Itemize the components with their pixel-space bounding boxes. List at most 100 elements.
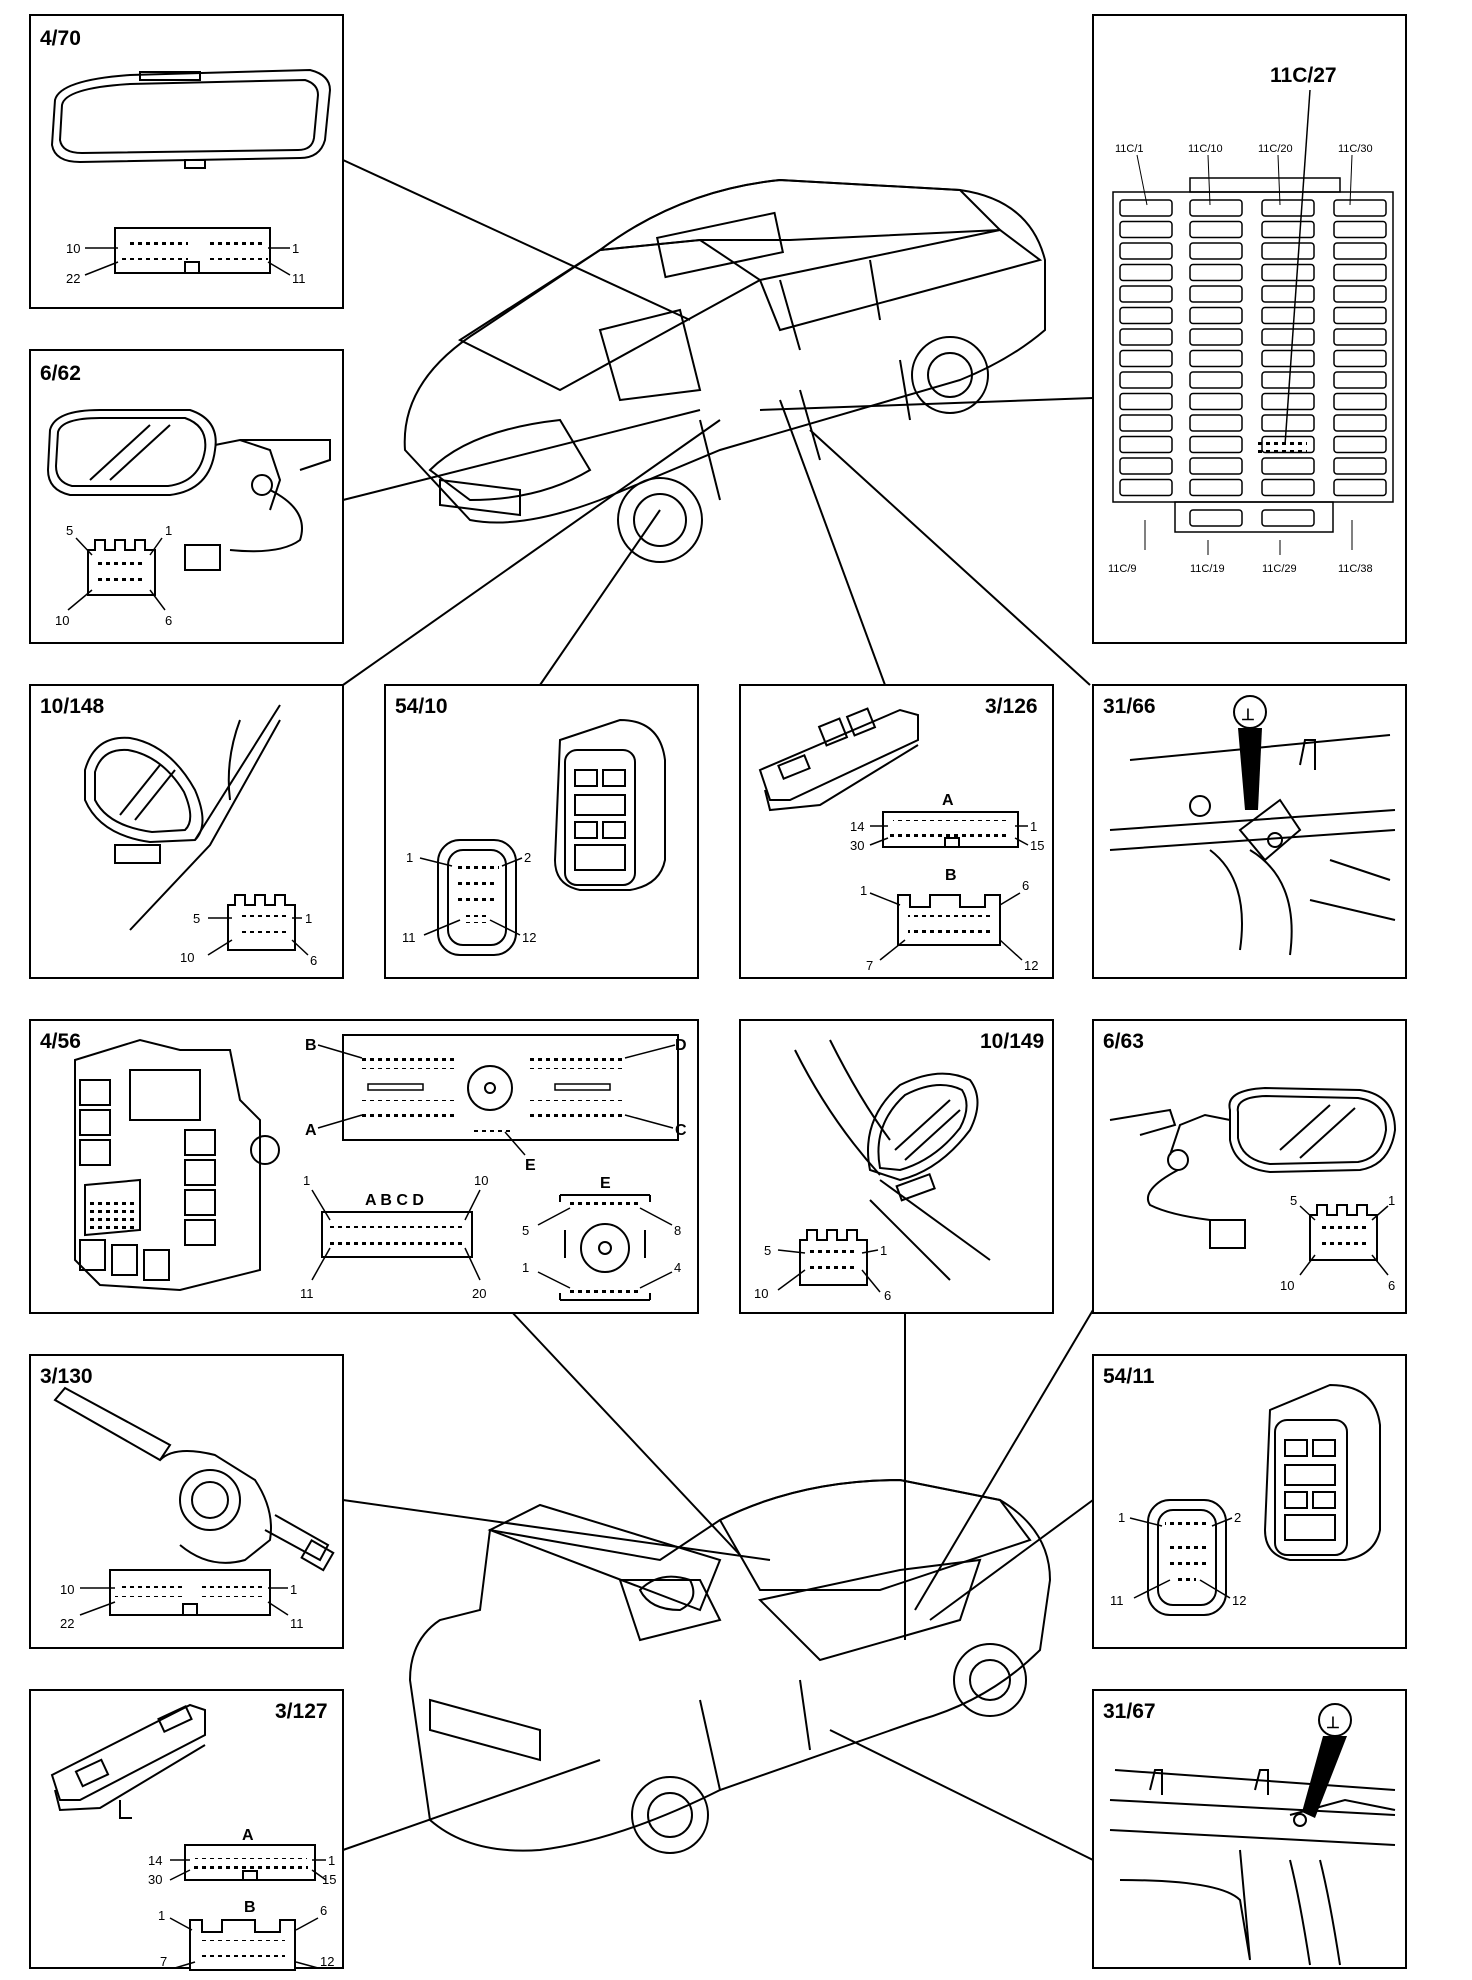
fuse-slot (1119, 306, 1173, 325)
fuse-slot (1333, 349, 1387, 368)
connector-e-face (559, 1194, 651, 1301)
fuse-slot (1189, 199, 1243, 217)
fuse-slot (1189, 371, 1243, 389)
pin-label: 1 (406, 850, 413, 865)
panel-title: 10/149 (980, 1030, 1044, 1053)
connector-10pin (87, 539, 156, 596)
fuse-label: 11C/10 (1188, 143, 1223, 155)
pin-label: 14 (148, 1853, 162, 1868)
pin-label: 6 (884, 1288, 891, 1303)
fuse-slot (1189, 509, 1243, 527)
pin-label: 10 (1280, 1278, 1294, 1293)
fuse-slot (1261, 328, 1315, 346)
panel-10-148: 10/148 5 1 10 6 (29, 684, 344, 979)
connector-10pin (227, 894, 296, 951)
pin-label: 1 (328, 1853, 335, 1868)
fuse-label: 11C/9 (1108, 563, 1137, 575)
fuse-label: 11C/20 (1258, 143, 1293, 155)
fuse-slot (1119, 263, 1173, 282)
pin-label: 5 (1290, 1193, 1297, 1208)
panel-title: 3/130 (40, 1365, 93, 1388)
connector-letter: E (525, 1157, 536, 1174)
panel-title: 4/56 (40, 1030, 81, 1053)
fuse-slot (1189, 306, 1243, 325)
connector-label: B (945, 867, 957, 884)
fuse-slot (1189, 328, 1243, 346)
pin-label: 1 (860, 883, 867, 898)
car-rear-view-illustration (408, 1478, 1052, 1854)
fuse-slot (1333, 242, 1387, 260)
fuse-slot (1261, 371, 1315, 389)
fuse-slot (1261, 199, 1315, 217)
panel-title: 54/11 (1103, 1365, 1155, 1388)
mirror-switch-illustration (84, 704, 281, 931)
pin-label: 12 (1024, 958, 1038, 973)
pin-label: 10 (474, 1173, 488, 1188)
connector-label: A (242, 1827, 254, 1844)
ground-symbol: ⊥ (1326, 1715, 1340, 1732)
panel-title: 6/62 (40, 362, 81, 385)
connector-20pin (321, 1211, 473, 1258)
panel-4-70: 4/70 10 22 1 11 (29, 14, 344, 309)
pin-label: 1 (158, 1908, 165, 1923)
pin-label: 6 (1388, 1278, 1395, 1293)
panel-title: 3/127 (275, 1700, 328, 1723)
connector-letter: A (305, 1122, 317, 1139)
pin-label: 6 (320, 1903, 327, 1918)
pin-label: 7 (160, 1954, 167, 1969)
pin-label: 30 (148, 1872, 162, 1887)
pin-label: 10 (55, 613, 69, 628)
fuse-slot (1333, 478, 1387, 497)
connector-22pin (114, 227, 271, 274)
pin-label: 10 (66, 241, 80, 256)
pin-label: 5 (764, 1243, 771, 1258)
pin-label: 14 (850, 819, 864, 834)
car-front-view-illustration (403, 178, 1046, 563)
fuse-slot (1261, 242, 1315, 260)
pin-label: 10 (60, 1582, 74, 1597)
window-switch-illustration (50, 1703, 206, 1819)
connector-letter: D (675, 1037, 687, 1054)
pin-label: 7 (866, 958, 873, 973)
fuse-slot (1189, 263, 1243, 282)
panel-31-67: 31/67 ⊥ (1092, 1689, 1407, 1969)
ground-pointer-icon (1302, 1736, 1347, 1818)
pin-label: 1 (292, 241, 299, 256)
fuse-label: 11C/1 (1115, 143, 1144, 155)
fuse-slot (1333, 414, 1387, 432)
pin-label: 12 (1232, 1593, 1246, 1608)
panel-10-149: 10/149 5 1 10 6 (739, 1019, 1054, 1314)
fuse-slot (1261, 414, 1315, 432)
pin-label: 1 (290, 1582, 297, 1597)
ground-symbol: ⊥ (1241, 707, 1255, 724)
connector-pins (120, 240, 268, 260)
fuse-label: 11C/29 (1262, 563, 1297, 575)
fuse-slot (1119, 220, 1173, 239)
fuse-slot (1119, 349, 1173, 368)
fuse-slot (1261, 220, 1315, 239)
panel-4-56: 4/56 (29, 1019, 699, 1314)
pin-label: 11 (300, 1286, 314, 1301)
pin-label: 12 (522, 930, 536, 945)
fuse-slot (1261, 306, 1315, 325)
pin-label: 22 (66, 271, 80, 286)
window-switch-illustration (758, 707, 919, 812)
pin-label: 6 (165, 613, 172, 628)
fuse-slot (1189, 414, 1243, 432)
fuse-slot (1189, 478, 1243, 497)
pin-label: 15 (322, 1872, 336, 1887)
panel-title: 6/63 (1103, 1030, 1144, 1053)
pin-label: 1 (305, 911, 312, 926)
ground-point-illustration (1109, 1769, 1396, 1966)
fuse-slot (1333, 371, 1387, 389)
pin-label: 2 (524, 850, 531, 865)
panel-title: 31/67 (1103, 1700, 1156, 1723)
connector-letter: E (600, 1175, 611, 1192)
fuse-slot (1189, 220, 1243, 239)
panel-31-66: 31/66 ⊥ (1092, 684, 1407, 979)
pin-label: 30 (850, 838, 864, 853)
panel-title: 4/70 (40, 27, 81, 50)
fuse-slot (1119, 392, 1173, 411)
connector-a-30pin (184, 1844, 316, 1881)
connector-10pin (799, 1229, 868, 1286)
